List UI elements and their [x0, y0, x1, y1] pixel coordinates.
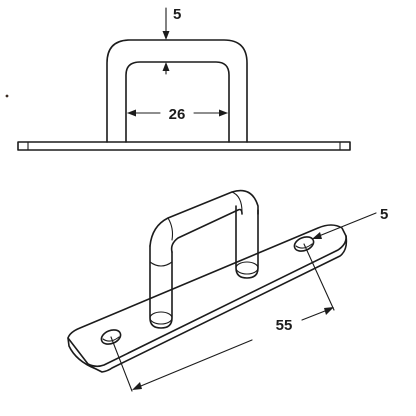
- iso-loop-bend-line-left: [167, 217, 174, 241]
- hole-diameter-label: 5: [380, 206, 388, 223]
- wall-thickness-label: 5: [173, 6, 181, 23]
- hole-spacing-extension-left: [110, 336, 133, 392]
- dimension-wall-thickness: 5: [162, 6, 181, 75]
- front-view-base-plate: [17, 141, 351, 151]
- front-view: [17, 39, 351, 151]
- dimension-inner-width: 26: [127, 106, 228, 123]
- hole-diameter-leader: [313, 212, 377, 239]
- iso-loop-front-leg-shade: [149, 261, 173, 267]
- hole-spacing-line-left: [135, 339, 253, 389]
- iso-loop-front-leg: [149, 245, 173, 329]
- hole-spacing-extension-right: [303, 243, 335, 311]
- iso-hole-right-depth: [295, 243, 313, 249]
- front-view-loop-outer: [106, 39, 248, 143]
- inner-width-arrow-right: [219, 109, 228, 117]
- iso-loop-bend-line-right: [231, 191, 243, 213]
- hole-spacing-arrow-right: [324, 307, 334, 315]
- inner-width-label: 26: [169, 106, 186, 123]
- wall-thickness-arrow-bottom: [162, 62, 170, 71]
- dimension-hole-diameter: 5: [312, 206, 388, 239]
- inner-width-arrow-left: [127, 109, 136, 117]
- hole-diameter-arrow: [312, 232, 322, 239]
- stray-mark: [5, 94, 9, 98]
- hole-spacing-arrow-left: [132, 382, 142, 390]
- iso-loop-front-foot: [149, 311, 173, 325]
- iso-plate-top-face: [67, 224, 347, 368]
- iso-loop-rear-foot: [235, 261, 259, 275]
- front-view-loop-inner: [125, 61, 230, 143]
- iso-hole-left-depth: [102, 336, 120, 342]
- iso-plate-front-edge: [67, 235, 348, 373]
- dimension-hole-spacing: 55: [110, 243, 335, 392]
- iso-loop-crossbar-outer: [149, 189, 259, 247]
- iso-loop-crossbar-inner: [170, 208, 243, 253]
- iso-plate-corner-edge: [87, 363, 97, 370]
- iso-loop-rear-leg: [235, 205, 259, 279]
- wall-thickness-arrow-top: [162, 31, 170, 40]
- hole-spacing-label: 55: [276, 317, 293, 334]
- isometric-view: [67, 189, 348, 373]
